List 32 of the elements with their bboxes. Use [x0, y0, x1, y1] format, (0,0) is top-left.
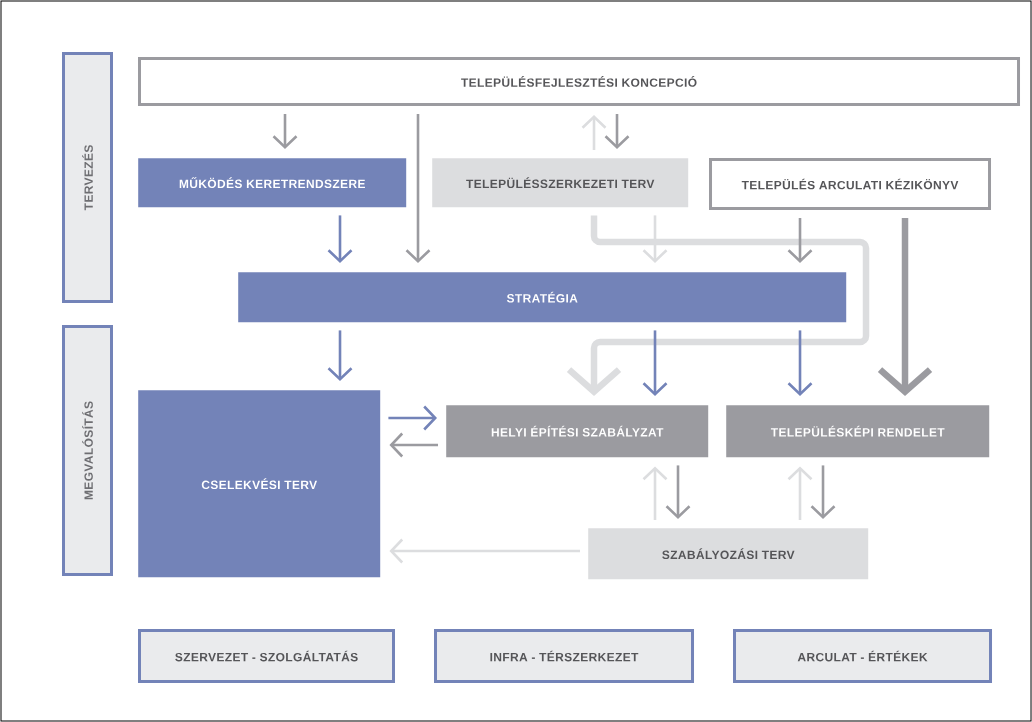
arrow — [810, 465, 836, 519]
process-box: CSELEKVÉSI TERV — [138, 390, 381, 578]
process-box: HELYI ÉPÍTÉSI SZABÁLYZAT — [446, 405, 709, 458]
outlined-box: TELEPÜLÉS ARCULATI KÉZIKÖNYV — [709, 158, 991, 210]
process-box: TELEPÜLÉSSZERKEZETI TERV — [432, 158, 689, 208]
process-box: MŰKÖDÉS KERETRENDSZERE — [138, 158, 407, 208]
arrow — [389, 432, 438, 458]
arrow — [642, 330, 668, 396]
outlined-box: TELEPÜLÉSFEJLESZTÉSI KONCEPCIÓ — [138, 57, 1020, 106]
arrow — [787, 330, 813, 396]
arrow — [327, 330, 353, 381]
arrow — [566, 215, 870, 396]
process-box: TELEPÜLÉSKÉPI RENDELET — [726, 405, 990, 458]
arrow — [405, 114, 431, 263]
category-box: SZERVEZET - SZOLGÁLTATÁS — [138, 629, 395, 683]
process-box: STRATÉGIA — [238, 272, 847, 323]
side-band: MEGVALÓSÍTÁS — [62, 325, 113, 576]
arrow — [787, 466, 813, 520]
arrow — [642, 215, 668, 263]
side-band: TERVEZÉS — [62, 52, 113, 303]
arrow — [642, 466, 668, 520]
arrow — [388, 405, 437, 431]
category-box: INFRA - TÉRSZERKEZET — [434, 629, 694, 683]
process-box: SZABÁLYOZÁSI TERV — [588, 528, 869, 580]
arrow — [604, 114, 630, 149]
category-box: ARCULAT - ÉRTÉKEK — [733, 629, 992, 683]
arrow — [389, 538, 580, 564]
arrow — [787, 218, 813, 263]
arrow — [272, 114, 298, 149]
arrow — [327, 215, 353, 263]
arrow — [665, 465, 691, 519]
arrow — [581, 115, 607, 150]
